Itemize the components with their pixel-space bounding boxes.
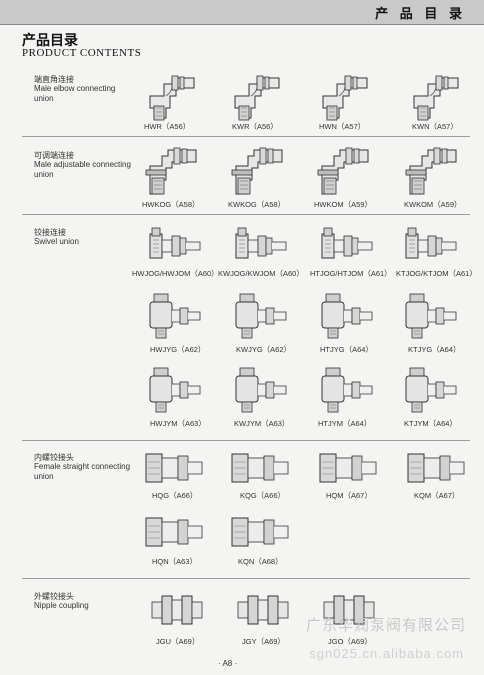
product-code: KTJYM（A64）: [404, 419, 457, 428]
section-5-cn: 外螺铰接头: [34, 592, 74, 601]
adjustable-elbow-icon: [317, 147, 369, 195]
header-bar: 产 品 目 录: [0, 0, 484, 25]
product-code: KWJOG/KWJOM（A60）: [218, 269, 304, 278]
section-4-en: Female straight connecting union: [34, 462, 131, 481]
product-code: KTJOG/KTJOM（A61）: [396, 269, 477, 278]
female-union-icon: [407, 453, 465, 483]
section-1-en: Male elbow connecting union: [34, 84, 116, 103]
banjo-union-icon: [149, 293, 201, 339]
elbow-fitting-icon: [234, 75, 280, 121]
product-code: JGY（A69）: [242, 637, 285, 646]
product-item: [224, 140, 298, 206]
product-code: HQM（A67）: [326, 491, 372, 500]
product-code: HTJYG（A64）: [320, 345, 373, 354]
product-code: HTJYM（A64）: [318, 419, 372, 428]
section-divider: [22, 214, 470, 215]
product-code: HTJOG/HTJOM（A61）: [310, 269, 392, 278]
product-code: JGU（A69）: [156, 637, 200, 646]
adjustable-elbow-icon: [405, 147, 457, 195]
product-item: [398, 140, 472, 206]
product-code: KWKOM（A59）: [404, 200, 462, 209]
section-3-cn: 铰接连接: [34, 228, 66, 237]
product-code: HWKOM（A59）: [314, 200, 372, 209]
female-union-icon: [145, 517, 203, 547]
section-divider: [22, 578, 470, 579]
section-2-cn: 可调端连接: [34, 151, 74, 160]
product-code: KWN（A57）: [412, 122, 458, 131]
section-5-en: Nipple coupling: [34, 601, 89, 610]
product-item: [138, 140, 212, 206]
banjo-union-icon: [405, 367, 457, 413]
nipple-coupling-icon: [237, 595, 289, 625]
female-union-icon: [231, 517, 289, 547]
banjo-union-icon: [235, 293, 287, 339]
swivel-union-icon: [405, 227, 457, 259]
section-2-en: Male adjustable connecting union: [34, 160, 131, 179]
product-code: HQN（A63）: [152, 557, 198, 566]
swivel-union-icon: [321, 227, 373, 259]
banjo-union-icon: [149, 367, 201, 413]
product-code: HWN（A57）: [319, 122, 366, 131]
elbow-fitting-icon: [322, 75, 368, 121]
product-code: HQG（A66）: [152, 491, 198, 500]
adjustable-elbow-icon: [231, 147, 283, 195]
watermark-site: sgn025.cn.alibaba.com: [309, 646, 464, 661]
adjustable-elbow-icon: [145, 147, 197, 195]
elbow-fitting-icon: [413, 75, 459, 121]
product-code: KTJYG（A64）: [408, 345, 461, 354]
product-code: KQN（A68）: [238, 557, 283, 566]
section-divider: [22, 440, 470, 441]
section-3-en: Swivel union: [34, 237, 79, 246]
product-code: HWR（A56）: [144, 122, 191, 131]
elbow-fitting-icon: [149, 75, 195, 121]
nipple-coupling-icon: [151, 595, 203, 625]
product-code: KQM（A67）: [414, 491, 460, 500]
banjo-union-icon: [321, 293, 373, 339]
female-union-icon: [319, 453, 377, 483]
product-code: KWKOG（A58）: [228, 200, 286, 209]
product-code: KWJYM（A63）: [234, 419, 290, 428]
product-code: HWJYM（A63）: [150, 419, 206, 428]
product-item: [310, 140, 384, 206]
female-union-icon: [231, 453, 289, 483]
banjo-union-icon: [405, 293, 457, 339]
product-code: KWJYG（A62）: [236, 345, 292, 354]
banjo-union-icon: [235, 367, 287, 413]
page-title-cn: 产品目录: [22, 32, 78, 48]
product-code: JGO（A69）: [328, 637, 372, 646]
product-code: HWJOG/HWJOM（A60）: [132, 269, 219, 278]
female-union-icon: [145, 453, 203, 483]
watermark-company: 广东华润泵阀有限公司: [305, 617, 466, 634]
page-title-en: PRODUCT CONTENTS: [22, 47, 142, 59]
section-4-cn: 内螺铰接头: [34, 453, 74, 462]
page-number: · A8 ·: [218, 659, 238, 668]
product-code: KWR（A56）: [232, 122, 278, 131]
product-code: HWJYG（A62）: [150, 345, 206, 354]
header-label: 产 品 目 录: [375, 6, 466, 21]
banjo-union-icon: [321, 367, 373, 413]
section-1-cn: 端直角连接: [34, 75, 74, 84]
swivel-union-icon: [149, 227, 201, 259]
product-code: KQG（A66）: [240, 491, 286, 500]
product-code: HWKOG（A58）: [142, 200, 200, 209]
section-divider: [22, 136, 470, 137]
swivel-union-icon: [235, 227, 287, 259]
